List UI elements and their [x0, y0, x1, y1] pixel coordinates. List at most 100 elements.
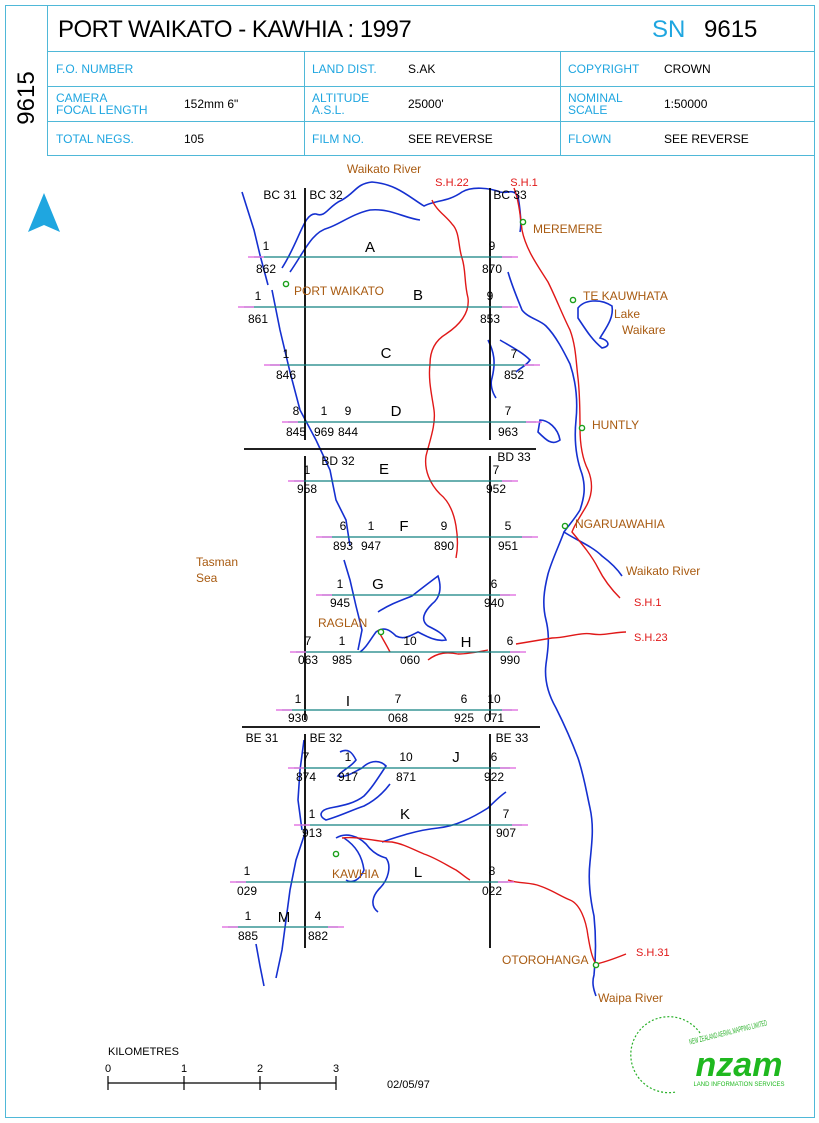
- photo-number: 1: [283, 347, 290, 361]
- sn-label: SN: [652, 16, 686, 43]
- sh23-road: [515, 631, 627, 645]
- film-no-label: FILM NO.: [312, 132, 365, 146]
- town-marker-icon: [592, 961, 600, 969]
- frame-number: 951: [498, 539, 518, 553]
- kawhia-harbour: [320, 749, 391, 821]
- photo-number: 9: [489, 239, 496, 253]
- photo-number: 1: [309, 807, 316, 821]
- film-no-value: SEE REVERSE: [408, 132, 493, 146]
- scale-tick-label: 3: [332, 1063, 340, 1075]
- town-marker-icon: [578, 424, 586, 432]
- sh31-road: [507, 879, 627, 965]
- lake-hakanoa: [537, 419, 561, 444]
- town-marker-icon: [519, 218, 527, 226]
- info-row-1: F.O. NUMBER LAND DIST. S.AK COPYRIGHT CR…: [48, 52, 814, 87]
- photo-number: 6: [491, 750, 498, 764]
- photo-number: 4: [315, 909, 322, 923]
- logo-subtitle: LAND INFORMATION SERVICES: [693, 1082, 784, 1088]
- feature-label: Sea: [196, 571, 218, 585]
- photo-number: 7: [395, 692, 402, 706]
- north-label: N: [41, 232, 47, 241]
- place-label: HUNTLY: [592, 418, 639, 432]
- state-highways: [341, 187, 627, 965]
- sheet-label: BE 31: [246, 731, 279, 745]
- photo-number: 8: [489, 864, 496, 878]
- lake-waikare: [577, 300, 614, 349]
- frame-number: 930: [288, 711, 308, 725]
- total-negs-label: TOTAL NEGS.: [56, 132, 134, 146]
- frame-number: 844: [338, 425, 358, 439]
- info-row-2: CAMERA FOCAL LENGTH 152mm 6" ALTITUDE A.…: [48, 87, 814, 122]
- frame-number: 060: [400, 653, 420, 667]
- run-letter: I: [346, 693, 350, 710]
- run-letter: B: [413, 287, 423, 304]
- run-letter: L: [414, 864, 422, 881]
- photo-number: 1: [368, 519, 375, 533]
- frame-number: 846: [276, 368, 296, 382]
- run-letter: M: [278, 909, 291, 926]
- waikato-oxbow-1: [487, 339, 497, 399]
- coast-north: [241, 191, 269, 286]
- photo-number: 10: [487, 692, 501, 706]
- place-label: NGARUAWAHIA: [575, 517, 665, 531]
- photo-number: 6: [491, 577, 498, 591]
- nominal-scale-label: NOMINAL SCALE: [568, 91, 623, 117]
- sheet-label: BD 32: [321, 454, 355, 468]
- town-marker-icon: [569, 296, 577, 304]
- waikato-south-bank: [289, 208, 421, 273]
- frame-number: 963: [498, 425, 518, 439]
- road-label: S.H.23: [634, 632, 668, 644]
- north-arrow-icon: N: [28, 193, 60, 241]
- photo-number: 1: [245, 909, 252, 923]
- sheet-label: BE 32: [310, 731, 343, 745]
- frame-number: 917: [338, 770, 358, 784]
- frame-number: 907: [496, 826, 516, 840]
- frame-number: 945: [330, 596, 350, 610]
- run-letter: D: [391, 403, 402, 420]
- place-otorohanga: OTOROHANGA: [502, 953, 600, 969]
- photo-number: 1: [345, 750, 352, 764]
- frame-number: 969: [314, 425, 334, 439]
- waipa-river: [543, 531, 597, 997]
- land-dist-label: LAND DIST.: [312, 62, 377, 76]
- frame-number: 029: [237, 884, 257, 898]
- coast-lower: [297, 739, 305, 831]
- frame-number: 882: [308, 929, 328, 943]
- place-huntly: HUNTLY: [578, 418, 639, 432]
- town-marker-icon: [561, 522, 569, 530]
- place-raglan: RAGLAN: [318, 616, 385, 636]
- frame-number: 893: [333, 539, 353, 553]
- frame-number: 870: [482, 262, 502, 276]
- altitude-cell: ALTITUDE A.S.L. 25000': [304, 87, 560, 121]
- sheet-grid: [242, 188, 540, 948]
- water-features: [241, 181, 623, 997]
- raglan-harbour: [359, 574, 448, 653]
- photo-number: 7: [505, 404, 512, 418]
- waikato-river-main: [507, 271, 623, 577]
- scale-tick-label: 1: [180, 1063, 188, 1075]
- sheet-label: BC 32: [309, 188, 343, 202]
- frame-number: 862: [256, 262, 276, 276]
- land-dist-value: S.AK: [408, 62, 436, 76]
- frame-number: 071: [484, 711, 504, 725]
- place-label: KAWHIA: [332, 867, 379, 881]
- frame-number: 947: [361, 539, 381, 553]
- coast-south: [255, 829, 307, 987]
- feature-label: Lake: [614, 307, 640, 321]
- frame-number: 871: [396, 770, 416, 784]
- photo-number: 1: [244, 864, 251, 878]
- camera-value: 152mm 6": [184, 97, 239, 111]
- altitude-value: 25000': [408, 97, 444, 111]
- frame-number: 853: [480, 312, 500, 326]
- side-panel: 9615: [6, 6, 48, 156]
- frame-number: 985: [332, 653, 352, 667]
- town-marker-icon: [377, 628, 385, 636]
- frame-number: 845: [286, 425, 306, 439]
